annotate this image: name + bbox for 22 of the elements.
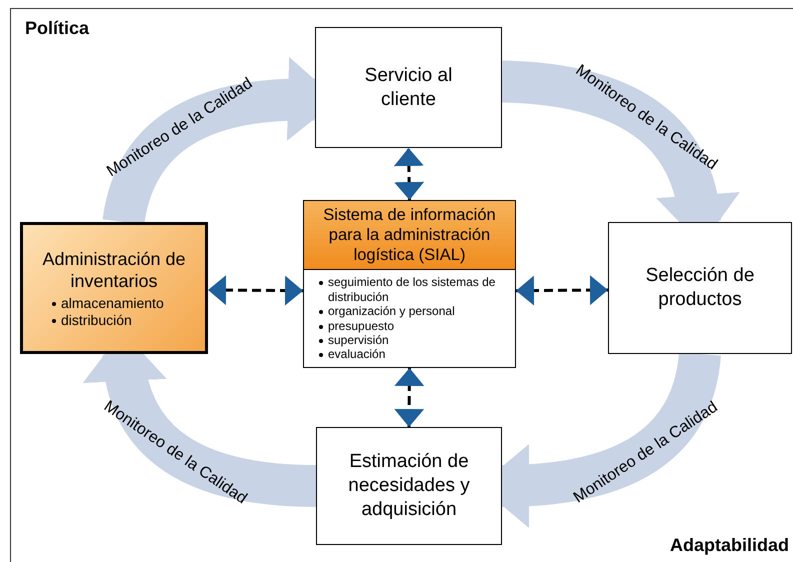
- highlighted-box: [20, 222, 208, 354]
- box-title: Servicio al cliente: [364, 64, 454, 112]
- connector-arrow: [516, 275, 608, 306]
- box-title: Sistema de información para la administración logística (SIAL): [322, 205, 497, 266]
- process-box: [315, 27, 502, 148]
- bullet-item: supervisión: [318, 332, 515, 348]
- bullet-item: organización y personal: [318, 304, 515, 319]
- bullet-item: almacenamiento: [51, 294, 164, 312]
- connector-arrow: [394, 148, 424, 200]
- connector-arrow: [394, 368, 424, 428]
- corner-label: Política: [25, 18, 90, 39]
- bullet-item: evaluación: [318, 347, 515, 362]
- process-box: [608, 222, 792, 354]
- box-title: Selección de productos: [644, 264, 756, 312]
- bullet-item: presupuesto: [318, 318, 515, 333]
- corner-label: Adaptabilidad: [670, 535, 789, 556]
- info-system-box: [303, 200, 516, 368]
- bullet-item: distribución: [51, 312, 164, 328]
- process-box: [316, 427, 502, 545]
- box-title: Estimación de necesidades y adquisición: [347, 450, 471, 522]
- connector-arrow: [208, 275, 304, 306]
- box-title: Administración de inventarios: [41, 248, 187, 293]
